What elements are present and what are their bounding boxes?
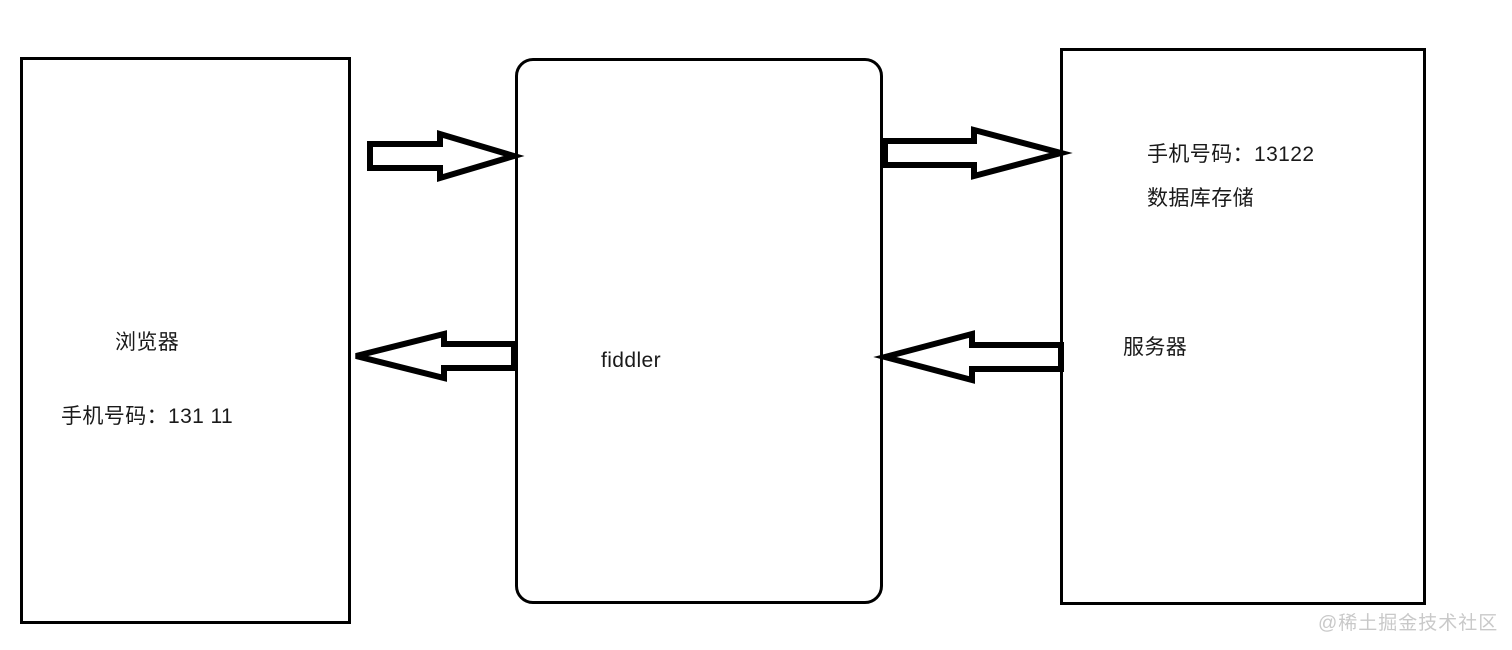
arrow-browser-to-fiddler-icon [367, 129, 525, 183]
node-server-title: 服务器 [1123, 336, 1188, 359]
arrow-fiddler-to-server-icon [882, 126, 1073, 180]
node-server-phone-number: 手机号码：13122 [1147, 143, 1315, 166]
arrow-fiddler-to-browser-icon [355, 330, 517, 382]
node-fiddler-title: fiddler [601, 349, 661, 372]
node-fiddler[interactable]: fiddler [515, 58, 883, 604]
node-server[interactable]: 手机号码：13122 数据库存储 服务器 [1060, 48, 1426, 605]
node-browser-phone-number: 手机号码：131 11 [61, 405, 234, 428]
watermark: @稀土掘金技术社区 [1318, 613, 1499, 634]
node-server-database-storage: 数据库存储 [1147, 187, 1254, 210]
node-browser[interactable]: 浏览器 手机号码：131 11 [20, 57, 351, 624]
arrow-server-to-fiddler-icon [873, 330, 1064, 384]
node-browser-title: 浏览器 [115, 331, 180, 354]
